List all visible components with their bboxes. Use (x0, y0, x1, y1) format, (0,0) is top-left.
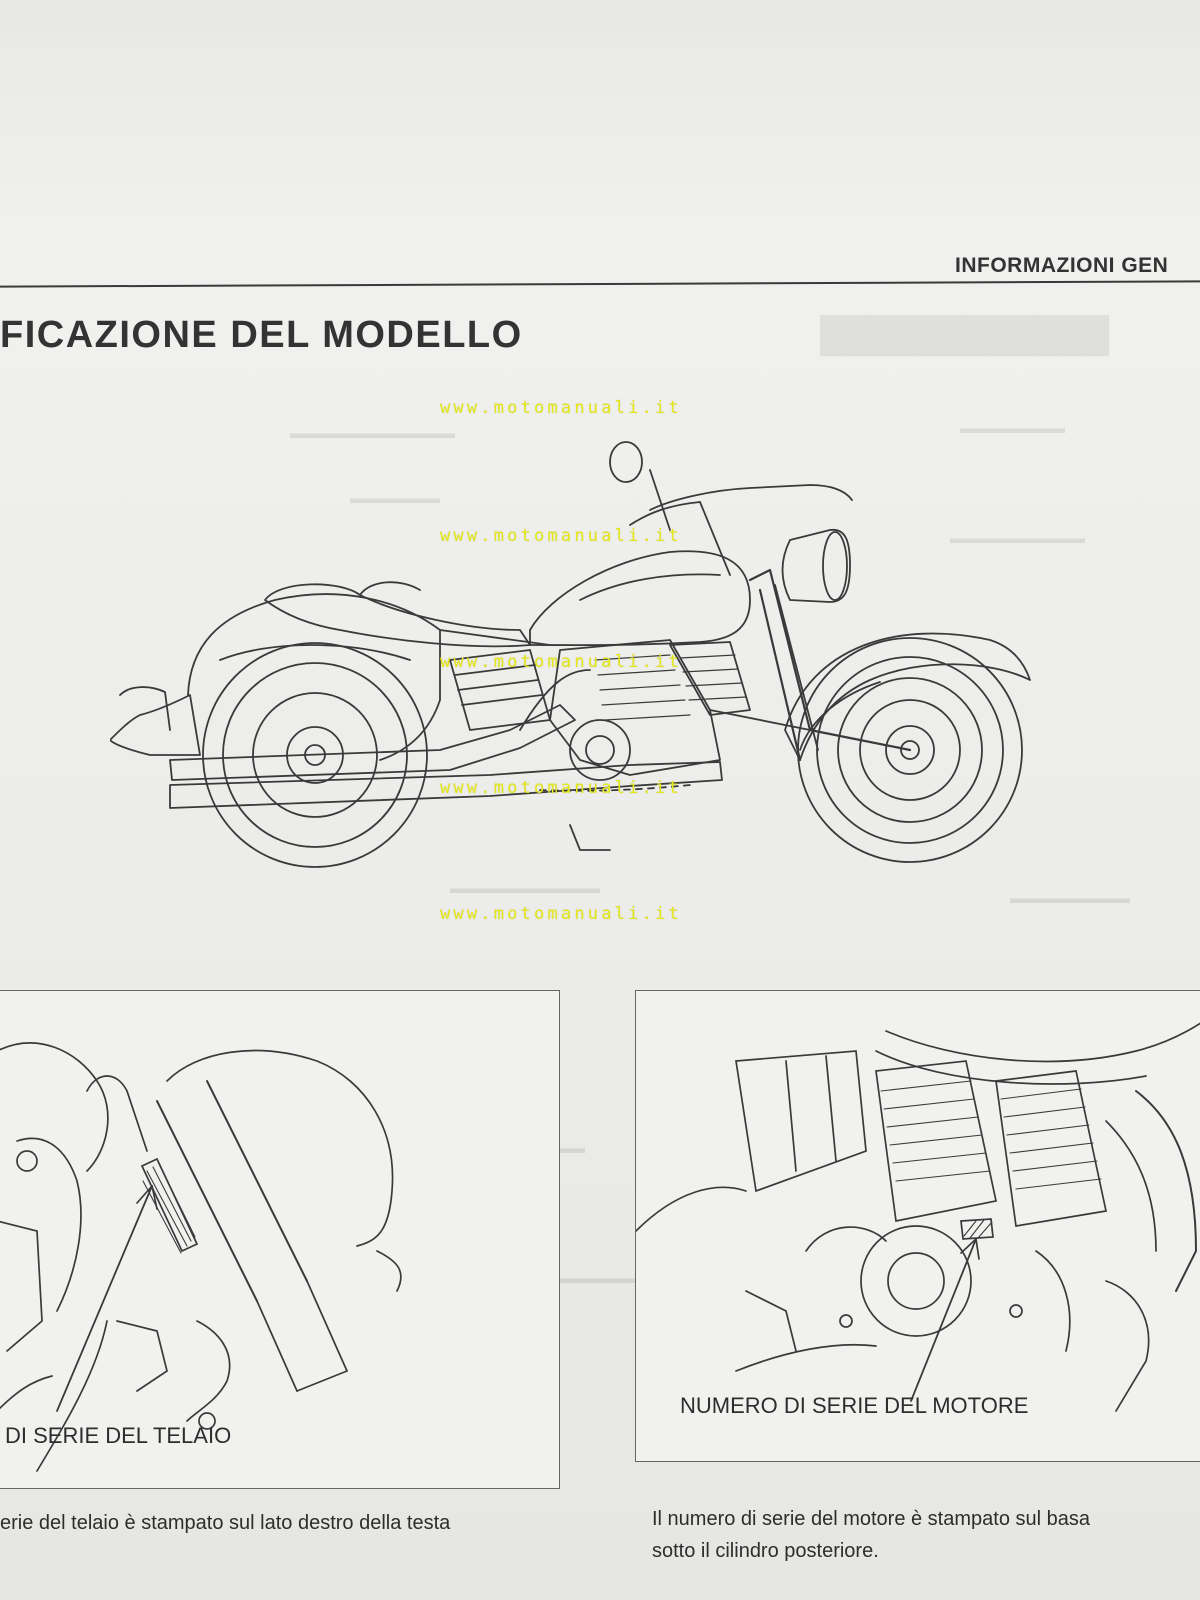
engine-detail-illustration (636, 1022, 1200, 1412)
bleed-through-line: ▬▬▬▬▬▬▬ (960, 420, 1065, 437)
watermark-text: www.motomanuali.it (440, 904, 682, 924)
section-header: INFORMAZIONI GEN (955, 254, 1169, 277)
header-rule (0, 280, 1200, 288)
bleed-through-line: ▬▬▬▬▬▬▬▬ (1010, 890, 1130, 907)
engine-serial-detail-panel: NUMERO DI SERIE DEL MOTORE (635, 990, 1200, 1462)
bleed-through-line: ▬▬▬▬▬▬▬▬▬▬ (450, 880, 600, 897)
page-title: FICAZIONE DEL MODELLO (0, 314, 523, 356)
frame-serial-detail-panel: DI SERIE DEL TELAIO (0, 990, 560, 1489)
bleed-through-line: ▬▬▬▬▬▬ (350, 490, 440, 507)
engine-serial-caption-line2: sotto il cilindro posteriore. (652, 1540, 879, 1562)
engine-serial-caption-line1: Il numero di serie del motore è stampato… (652, 1508, 1090, 1530)
watermark-text: www.motomanuali.it (440, 398, 682, 418)
frame-serial-caption: erie del telaio è stampato sul lato dest… (0, 1512, 451, 1534)
engine-serial-label: NUMERO DI SERIE DEL MOTORE (680, 1393, 1029, 1418)
frame-serial-label: DI SERIE DEL TELAIO (5, 1423, 232, 1448)
page-shadow (0, 0, 1200, 240)
watermark-text: www.motomanuali.it (440, 778, 682, 798)
bleed-through-line: ▬▬▬▬▬▬▬▬▬▬▬ (290, 425, 455, 442)
frame-detail-illustration (0, 1042, 402, 1472)
bleed-through-heading: ████████████ (820, 316, 1110, 354)
motorcycle-illustration (110, 441, 1031, 868)
watermark-text: www.motomanuali.it (440, 652, 682, 672)
watermark-text: www.motomanuali.it (440, 526, 682, 546)
bleed-through-line: ▬▬▬▬▬▬▬▬▬ (950, 530, 1085, 547)
